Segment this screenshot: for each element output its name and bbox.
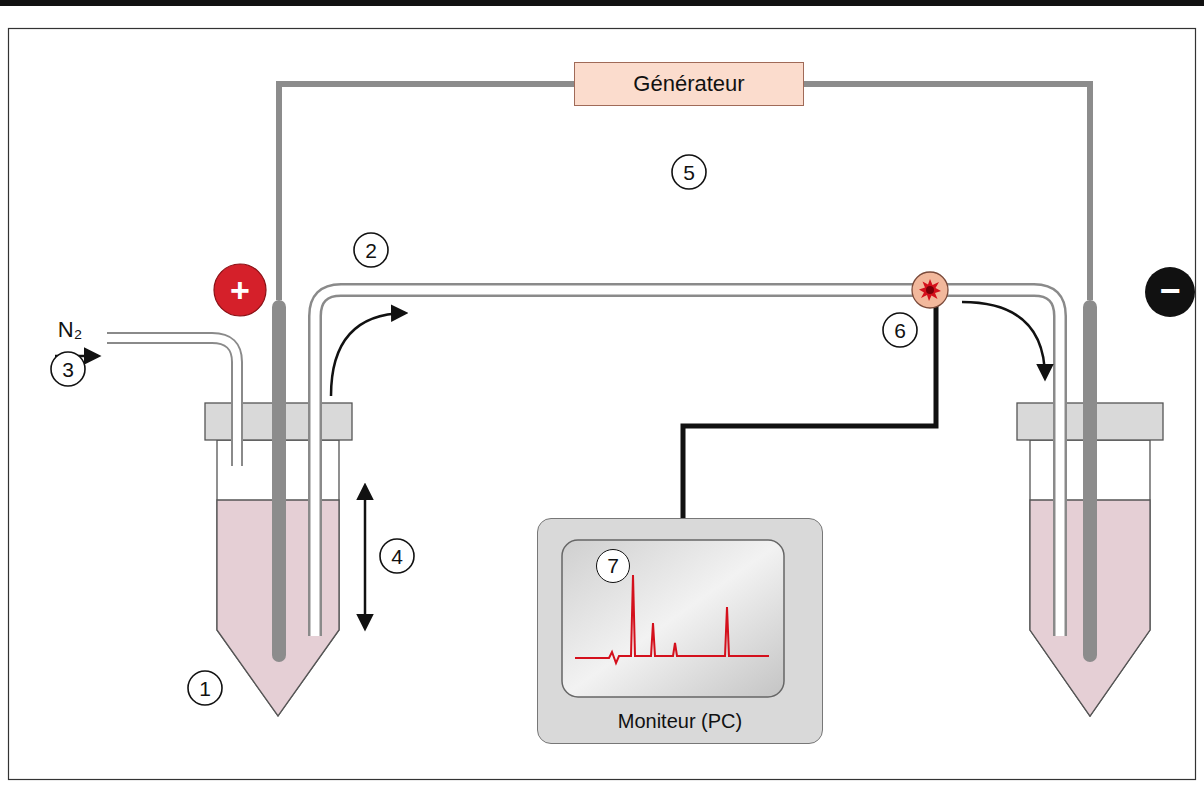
anode-symbol [214,264,266,316]
detector-cable [683,300,936,518]
detector [912,272,948,308]
callout-number: 1 [199,678,211,699]
anode-sign: + [230,273,250,307]
electrode [272,300,286,662]
frame [9,29,1196,780]
cathode-sign: − [1159,273,1180,309]
double-arrow [364,486,367,628]
generator-box: Générateur [574,62,804,106]
flow-arrow [962,302,1045,378]
cathode-symbol [1145,267,1195,317]
callout-number: 6 [894,320,906,341]
flow-arrow [331,313,405,396]
wire [804,84,1090,300]
node-text: Moniteur (PC) [538,710,822,733]
top-bar [0,0,1204,6]
callout-number: 5 [683,162,695,183]
gas-name: N₂ [58,319,82,341]
callout-number: 3 [62,359,74,380]
callout-number: 7 [596,549,630,583]
callout-number: 4 [391,546,403,567]
gas-tube [107,338,237,466]
callout-number: 2 [365,240,377,261]
monitor-screen [537,518,801,744]
wire [279,84,574,300]
electrode [1083,300,1097,662]
node-text: Générateur [633,71,744,97]
monitor: Moniteur (PC) [537,518,823,744]
